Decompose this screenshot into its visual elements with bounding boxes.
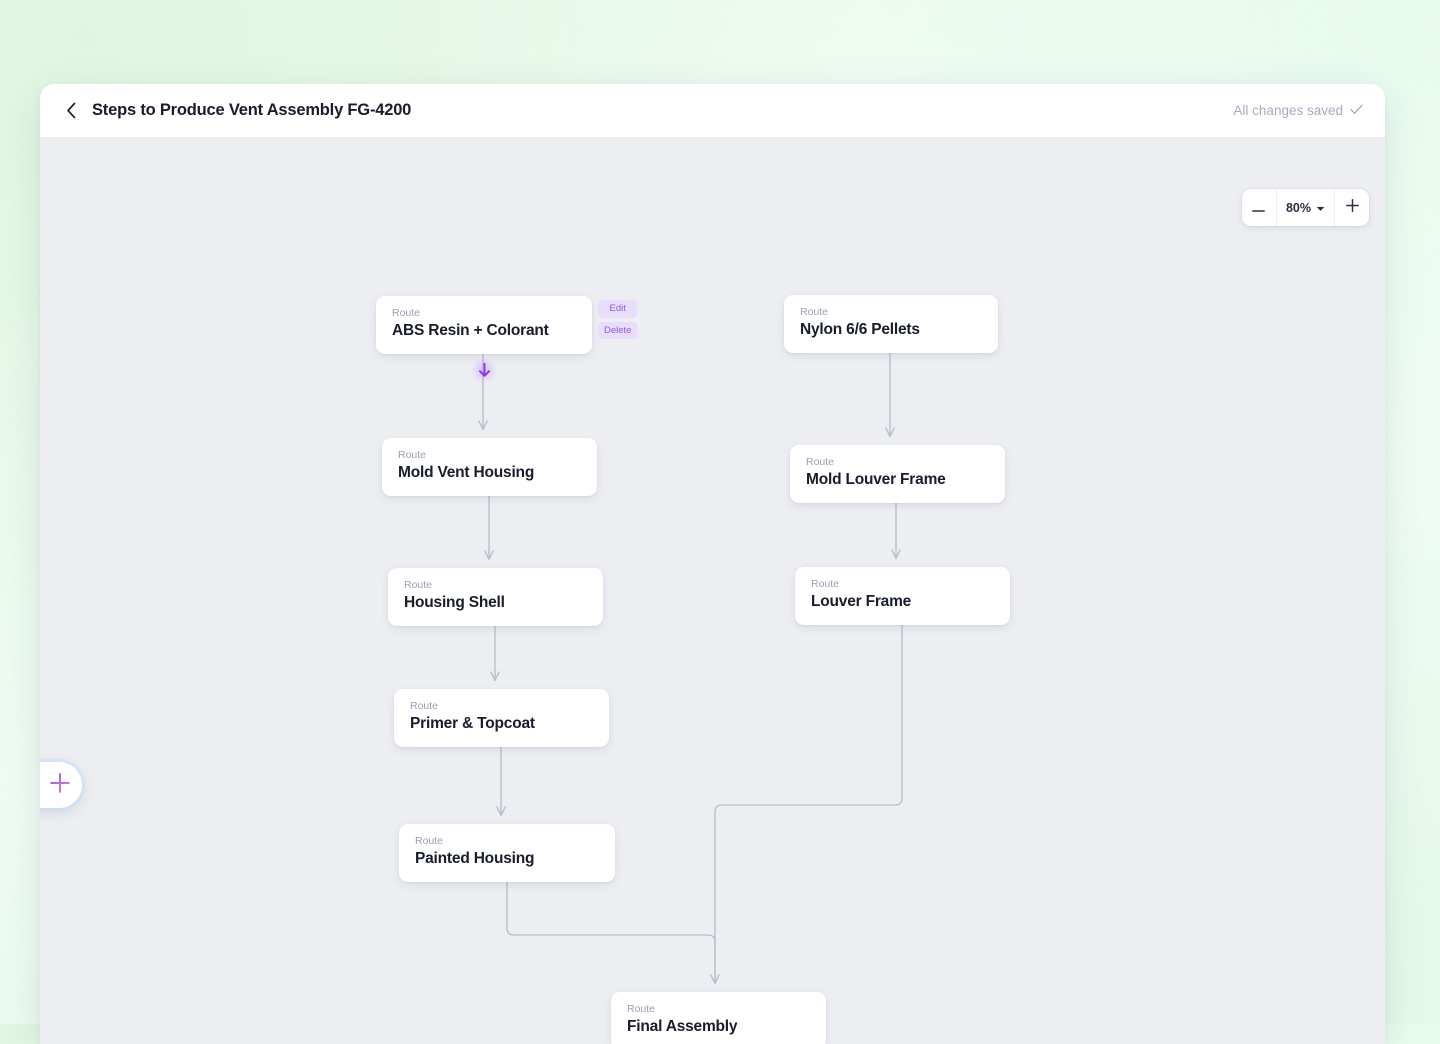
node-kind-label: Route xyxy=(404,579,433,591)
back-button[interactable] xyxy=(58,98,84,124)
node-title: Primer & Topcoat xyxy=(410,715,535,733)
arrow-down-icon xyxy=(478,363,490,378)
node-kind-label: Route xyxy=(415,835,444,847)
node-title: Mold Vent Housing xyxy=(398,464,535,482)
node-title: ABS Resin + Colorant xyxy=(392,322,549,340)
node-output-handle[interactable] xyxy=(471,357,497,384)
page-title: Steps to Produce Vent Assembly FG-4200 xyxy=(92,101,412,119)
chevron-left-icon xyxy=(66,102,77,119)
node-kind-label: Route xyxy=(398,449,427,461)
node-title: Housing Shell xyxy=(404,594,505,612)
add-node-button[interactable] xyxy=(40,762,82,808)
save-status-label: All changes saved xyxy=(1233,103,1343,118)
node-kind-label: Route xyxy=(811,578,840,590)
plus-icon xyxy=(49,772,71,799)
save-status: All changes saved xyxy=(1233,103,1363,118)
minus-icon xyxy=(1252,199,1266,217)
node-title: Louver Frame xyxy=(811,593,912,611)
edge-layer xyxy=(40,348,903,1044)
zoom-control[interactable]: 80% xyxy=(1241,189,1369,226)
node-title: Nylon 6/6 Pellets xyxy=(800,321,920,339)
zoom-in-button[interactable] xyxy=(1335,189,1369,226)
node-kind-label: Route xyxy=(410,700,439,712)
node-kind-label: Route xyxy=(392,307,421,319)
node-delete-button[interactable]: Delete xyxy=(598,321,638,339)
node-title: Painted Housing xyxy=(415,850,535,868)
node-kind-label: Route xyxy=(800,306,829,318)
node-edit-button[interactable]: Edit xyxy=(598,300,638,318)
node-kind-label: Route xyxy=(627,1003,656,1015)
plus-icon xyxy=(1345,198,1359,217)
check-icon xyxy=(1350,103,1363,118)
chevron-down-icon xyxy=(1316,201,1325,215)
node-title: Final Assembly xyxy=(627,1018,738,1036)
node-kind-label: Route xyxy=(806,456,835,468)
zoom-level-selector[interactable]: 80% xyxy=(1275,189,1335,226)
zoom-out-button[interactable] xyxy=(1242,189,1276,226)
top-bar: Steps to Produce Vent Assembly FG-4200 A… xyxy=(40,84,1385,137)
node-title: Mold Louver Frame xyxy=(806,471,946,489)
app-window: Steps to Produce Vent Assembly FG-4200 A… xyxy=(40,84,1385,1044)
zoom-level-value: 80% xyxy=(1285,200,1311,215)
